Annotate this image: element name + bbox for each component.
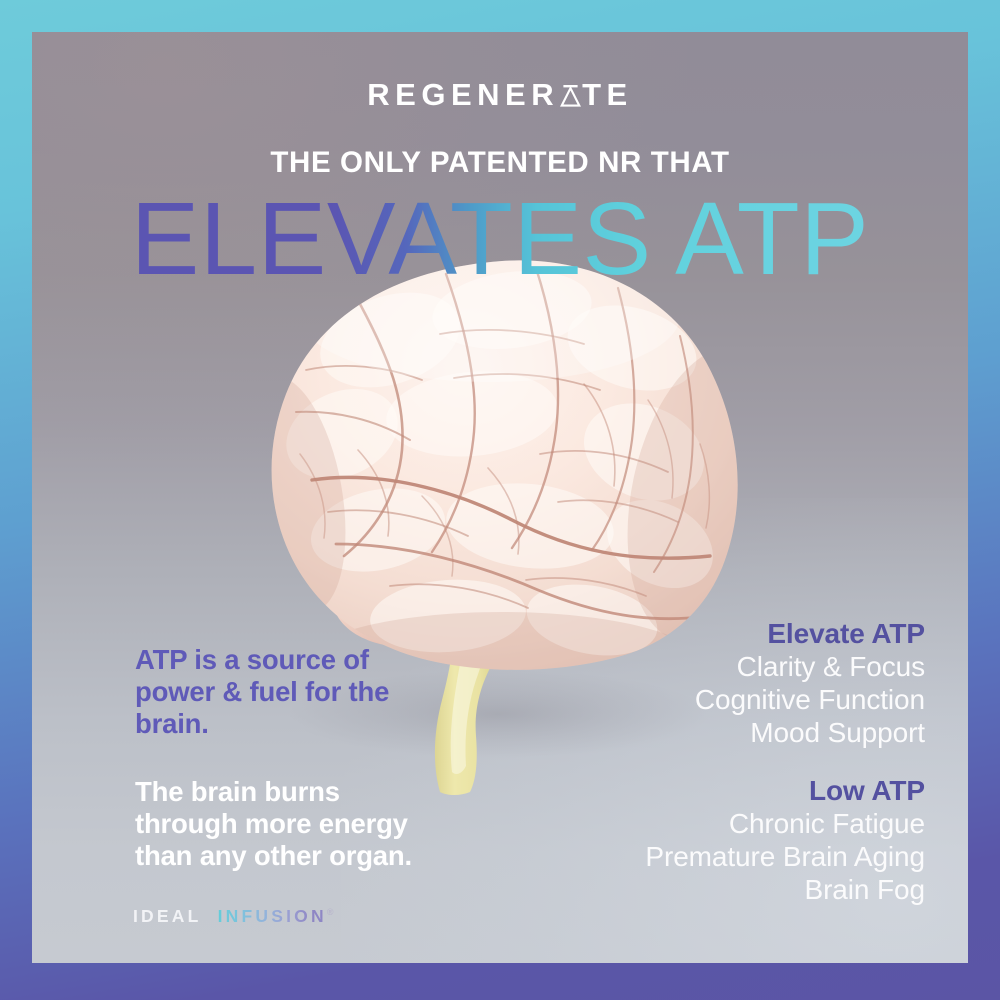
benefit-item: Clarity & Focus [736,651,925,683]
benefit-item: Chronic Fatigue [728,808,925,840]
cortex-shading [271,346,738,670]
benefit-item: Premature Brain Aging [645,841,925,873]
benefit-item: Mood Support [750,717,925,749]
content-layer: REGENER TE THE ONLY PATENTED NR THAT ELEV… [32,32,968,963]
logo-word-infusion: INFUSION [217,906,327,926]
logo-word-ideal: IDEAL [133,906,202,926]
ideal-infusion-logo: IDEAL INFUSION® [133,906,334,926]
page-title: ELEVATES ATP [32,187,968,290]
benefit-title: Low ATP [809,775,925,807]
lead-paragraph: ATP is a source of power & fuel for the … [135,644,390,740]
benefit-block-elevate: Elevate ATP Clarity & Focus Cognitive Fu… [505,617,925,749]
registered-mark-icon: ® [326,907,334,918]
sulci [295,266,712,621]
benefit-item: Cognitive Function [694,684,925,716]
kite-a-icon [560,85,582,108]
brand-logo: REGENER TE [32,79,968,110]
brain-illustration [240,244,770,804]
artwork-layer [32,32,968,963]
benefit-block-low: Low ATP Chronic Fatigue Premature Brain … [505,774,925,906]
left-copy-block: ATP is a source of power & fuel for the … [135,644,435,872]
brain-shadow [288,670,708,758]
benefit-title: Elevate ATP [767,618,925,649]
brand-name-after: TE [582,77,633,112]
poster-inner-panel: REGENER TE THE ONLY PATENTED NR THAT ELEV… [32,32,968,963]
benefit-item: Brain Fog [804,874,926,906]
body-paragraph: The brain burns through more energy than… [135,775,412,871]
benefits-panel: Elevate ATP Clarity & Focus Cognitive Fu… [505,617,925,906]
brand-name-before: REGENER [367,77,560,112]
kicker-text: THE ONLY PATENTED NR THAT [270,146,730,179]
